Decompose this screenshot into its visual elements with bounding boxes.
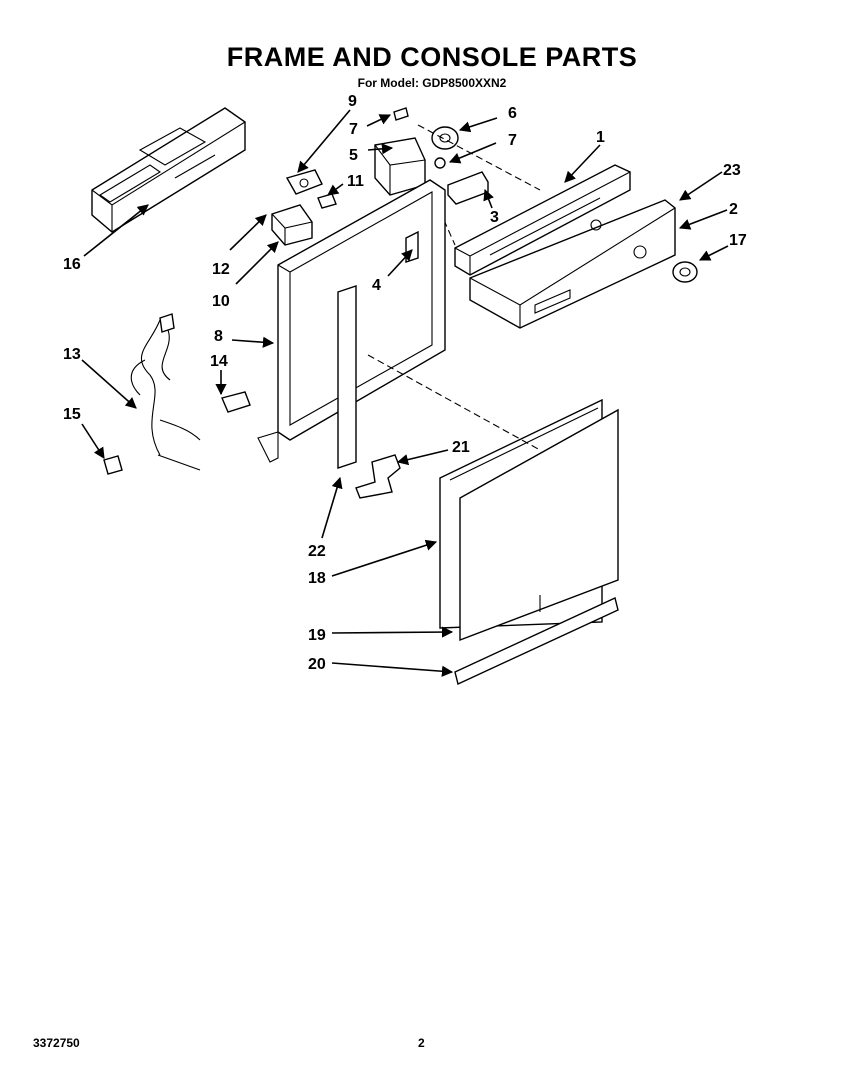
leader-2 — [678, 209, 728, 230]
leader-13 — [81, 359, 137, 409]
callout-labels: 1 2 3 4 5 6 7 7 8 9 10 11 12 13 14 15 16… — [63, 93, 747, 673]
leader-6 — [458, 117, 498, 133]
callout-22: 22 — [308, 543, 326, 560]
callout-19: 19 — [308, 627, 326, 644]
callout-2: 2 — [729, 201, 738, 218]
leader-20 — [331, 662, 454, 677]
leader-3 — [483, 188, 494, 209]
callout-14: 14 — [210, 353, 228, 370]
page-title: FRAME AND CONSOLE PARTS — [226, 42, 638, 72]
callout-13: 13 — [63, 346, 81, 363]
callout-16: 16 — [63, 256, 81, 273]
document-number: 3372750 — [33, 1036, 80, 1050]
leader-4 — [387, 249, 413, 277]
part-11-spring — [317, 193, 337, 209]
part-8-door-frame — [257, 179, 446, 463]
leader-23 — [679, 171, 723, 201]
part-4-latch — [405, 230, 419, 263]
part-10-latch-block — [271, 204, 313, 246]
leader-12 — [229, 214, 267, 251]
part-3-bracket — [447, 171, 489, 205]
leader-15 — [81, 423, 105, 459]
part-16-vent-bracket — [91, 107, 246, 233]
part-22-strip — [337, 285, 357, 469]
page-number: 2 — [418, 1036, 425, 1050]
callout-3: 3 — [490, 209, 499, 226]
callout-18: 18 — [308, 570, 326, 587]
part-19-door-panel — [459, 408, 619, 642]
callout-21: 21 — [452, 439, 470, 456]
part-17-knob — [672, 261, 698, 283]
part-1-console-frame — [454, 164, 631, 276]
callout-17: 17 — [729, 232, 747, 249]
leader-7b — [448, 142, 497, 164]
callout-11: 11 — [347, 173, 364, 190]
leader-8 — [231, 336, 275, 348]
part-20-bottom-trim — [454, 597, 619, 685]
callout-5: 5 — [349, 147, 358, 164]
leader-18 — [331, 539, 438, 577]
callout-8: 8 — [214, 328, 223, 345]
callout-12: 12 — [212, 261, 230, 278]
leader-16 — [83, 204, 149, 257]
part-7-screw-right — [434, 157, 446, 169]
part-7-screw-top — [393, 107, 409, 121]
leader-10 — [235, 241, 279, 285]
callout-4: 4 — [372, 277, 381, 294]
callout-1: 1 — [596, 129, 605, 146]
callout-7-top: 7 — [349, 121, 358, 138]
leader-5 — [367, 143, 394, 155]
leader-19 — [331, 626, 454, 638]
callout-20: 20 — [308, 656, 326, 673]
leader-17 — [698, 245, 729, 261]
part-2-console-panel — [469, 199, 676, 329]
leader-9 — [297, 109, 351, 173]
callout-23: 23 — [723, 162, 741, 179]
part-6-cam — [431, 126, 459, 150]
leader-1 — [564, 144, 601, 183]
callout-9: 9 — [348, 93, 357, 110]
callout-6: 6 — [508, 105, 517, 122]
callout-7-right: 7 — [508, 132, 517, 149]
part-13-wire-harness — [130, 313, 201, 471]
leader-11 — [327, 183, 344, 196]
part-21-clip — [355, 454, 401, 499]
part-9-latch — [285, 169, 323, 195]
leader-lines — [81, 109, 729, 677]
leader-22 — [321, 476, 343, 539]
leader-21 — [396, 449, 449, 466]
leader-7a — [366, 114, 392, 127]
callout-15: 15 — [63, 406, 81, 423]
callout-10: 10 — [212, 293, 230, 310]
part-14-connector — [221, 391, 251, 413]
part-15-screw — [103, 455, 123, 475]
model-subtitle: For Model: GDP8500XXN2 — [357, 76, 507, 90]
